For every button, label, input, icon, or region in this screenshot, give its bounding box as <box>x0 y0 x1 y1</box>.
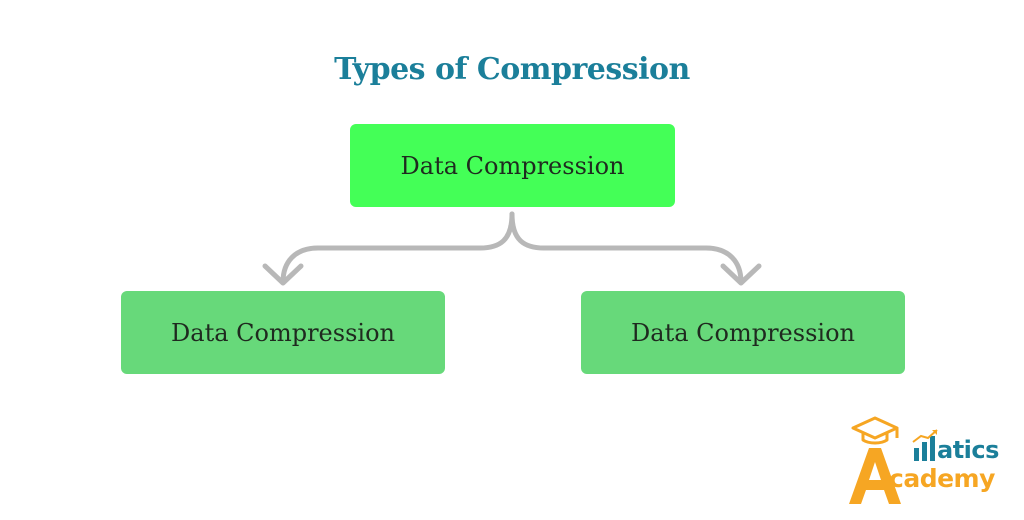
brace-left-arm <box>280 211 515 285</box>
logo-word-bottom: cademy <box>889 464 995 493</box>
arrowhead-right <box>720 263 762 286</box>
brand-logo: atics cademy <box>845 414 1020 514</box>
node-child-right: Data Compression <box>581 291 905 374</box>
brace-right-arm <box>509 211 744 285</box>
logo-a-graduation-icon <box>849 416 901 504</box>
diagram-title: Types of Compression <box>334 52 690 87</box>
node-root: Data Compression <box>350 124 675 207</box>
logo-bar-chart-icon <box>912 429 938 461</box>
node-child-right-label: Data Compression <box>631 318 855 347</box>
node-root-label: Data Compression <box>400 151 625 180</box>
node-child-left: Data Compression <box>121 291 445 374</box>
arrowhead-left <box>262 263 304 286</box>
logo-word-top: atics <box>937 436 999 464</box>
node-child-left-label: Data Compression <box>171 318 395 347</box>
